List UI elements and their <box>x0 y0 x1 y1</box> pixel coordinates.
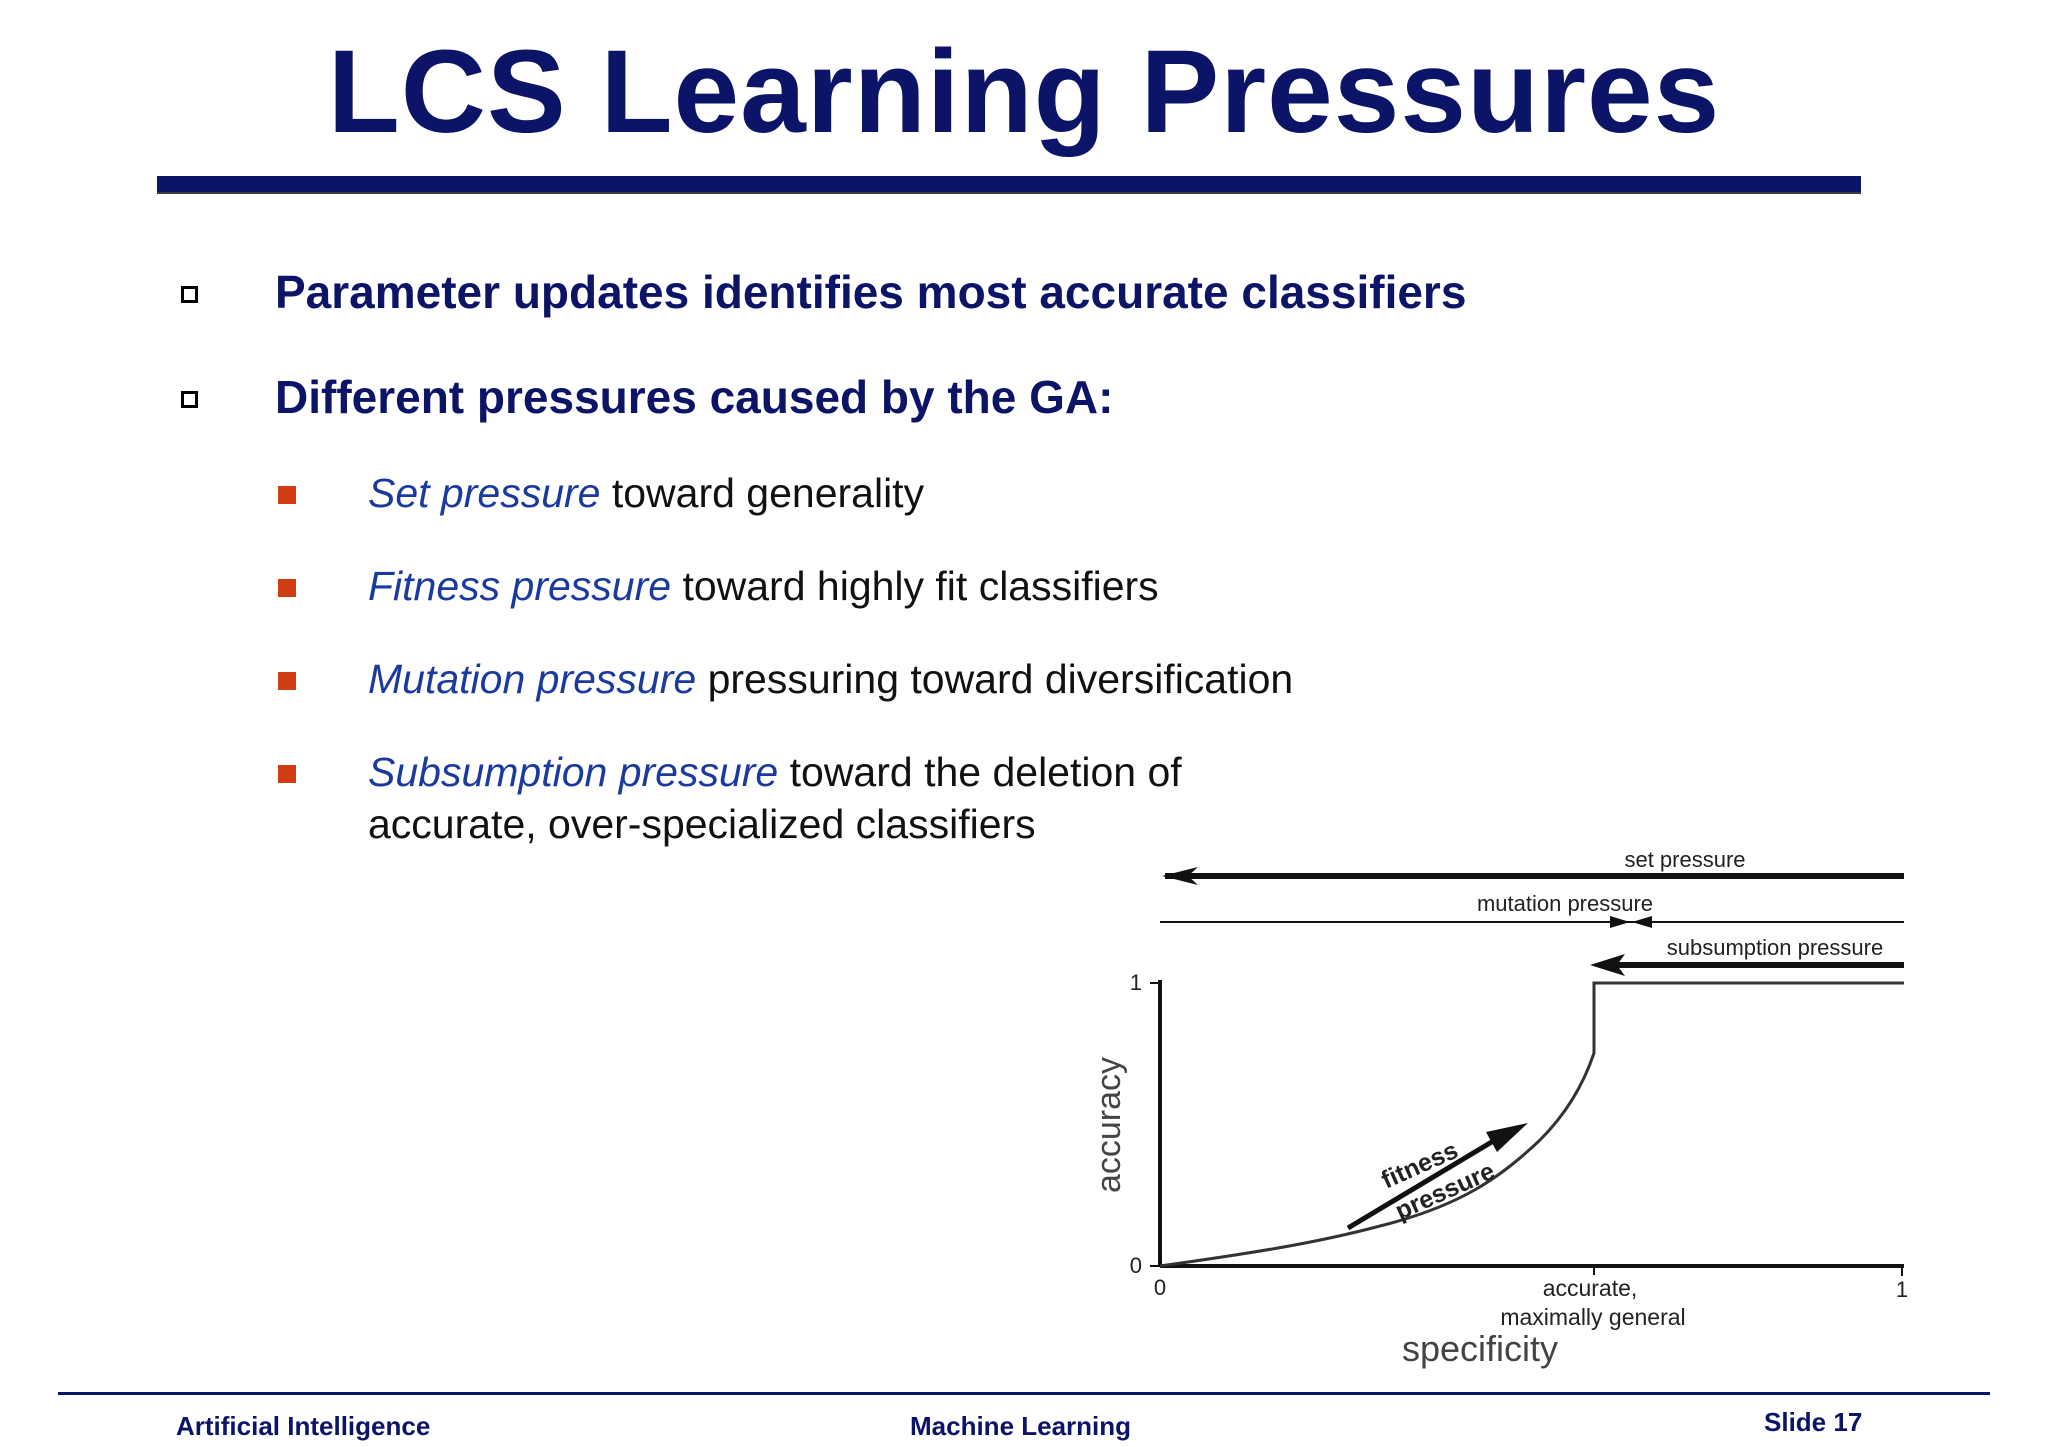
mutation-arrowhead-left <box>1632 916 1652 928</box>
bullet-marker <box>181 286 198 303</box>
subsumption-pressure-arrowhead <box>1590 954 1625 976</box>
x-tick-label-0: 0 <box>1154 1275 1166 1300</box>
bullet-text: Parameter updates identifies most accura… <box>275 266 1467 318</box>
subsumption-pressure-label: subsumption pressure <box>1667 935 1883 960</box>
accurate-annotation-line1: accurate, <box>1543 1275 1638 1301</box>
y-tick-label-0: 0 <box>1130 1253 1142 1278</box>
y-axis-label: accuracy <box>1090 1057 1128 1193</box>
mutation-arrowhead-right <box>1610 916 1630 928</box>
sub-bullet-marker <box>278 486 296 504</box>
y-tick-label-1: 1 <box>1130 970 1142 995</box>
set-pressure-label: set pressure <box>1624 847 1745 872</box>
sub-bullet-mutation-pressure: Mutation pressure pressuring toward dive… <box>368 653 1468 705</box>
fitness-pressure-arrowhead <box>1486 1123 1528 1152</box>
footer-course: Artificial Intelligence <box>176 1411 431 1441</box>
fitness-pressure-arrow-line <box>1346 1137 1497 1231</box>
sub-bullet-description: toward generality <box>600 470 925 516</box>
sub-bullet-description: toward highly fit classifiers <box>671 563 1159 609</box>
x-axis-label: specificity <box>1402 1328 1558 1369</box>
slide-title: LCS Learning Pressures <box>327 26 1721 158</box>
sub-bullet-fitness-pressure: Fitness pressure toward highly fit class… <box>368 560 1368 612</box>
x-tick-label-1: 1 <box>1896 1277 1908 1302</box>
sub-bullet-description: pressuring toward diversification <box>696 656 1294 702</box>
set-pressure-arrowhead <box>1162 867 1198 885</box>
sub-bullet-subsumption-pressure: Subsumption pressure toward the deletion… <box>368 746 1213 850</box>
footer-rule <box>58 1392 1990 1395</box>
mutation-pressure-label: mutation pressure <box>1477 891 1653 916</box>
sub-bullet-term: Subsumption pressure <box>368 749 779 795</box>
footer-topic: Machine Learning <box>910 1411 1132 1441</box>
sub-bullet-marker <box>278 579 296 597</box>
sub-bullet-term: Mutation pressure <box>368 656 697 702</box>
slide-number: Slide 17 <box>1764 1407 1863 1437</box>
accuracy-curve <box>1159 981 1904 1268</box>
bullet-marker <box>181 391 198 408</box>
bullet-text: Different pressures caused by the GA: <box>275 371 1114 423</box>
sub-bullet-marker <box>278 765 296 783</box>
learning-pressures-diagram: set pressure mutation pressure subsumpti… <box>1090 847 1908 1369</box>
sub-bullet-term: Fitness pressure <box>368 563 672 609</box>
sub-bullet-marker <box>278 672 296 690</box>
sub-bullet-set-pressure: Set pressure toward generality <box>368 467 1268 519</box>
sub-bullet-term: Set pressure <box>368 470 601 516</box>
sub-bullet-description: toward the deletion of accurate, over-sp… <box>368 749 1182 847</box>
accurate-annotation-line2: maximally general <box>1500 1304 1685 1330</box>
title-underline <box>157 176 1861 194</box>
